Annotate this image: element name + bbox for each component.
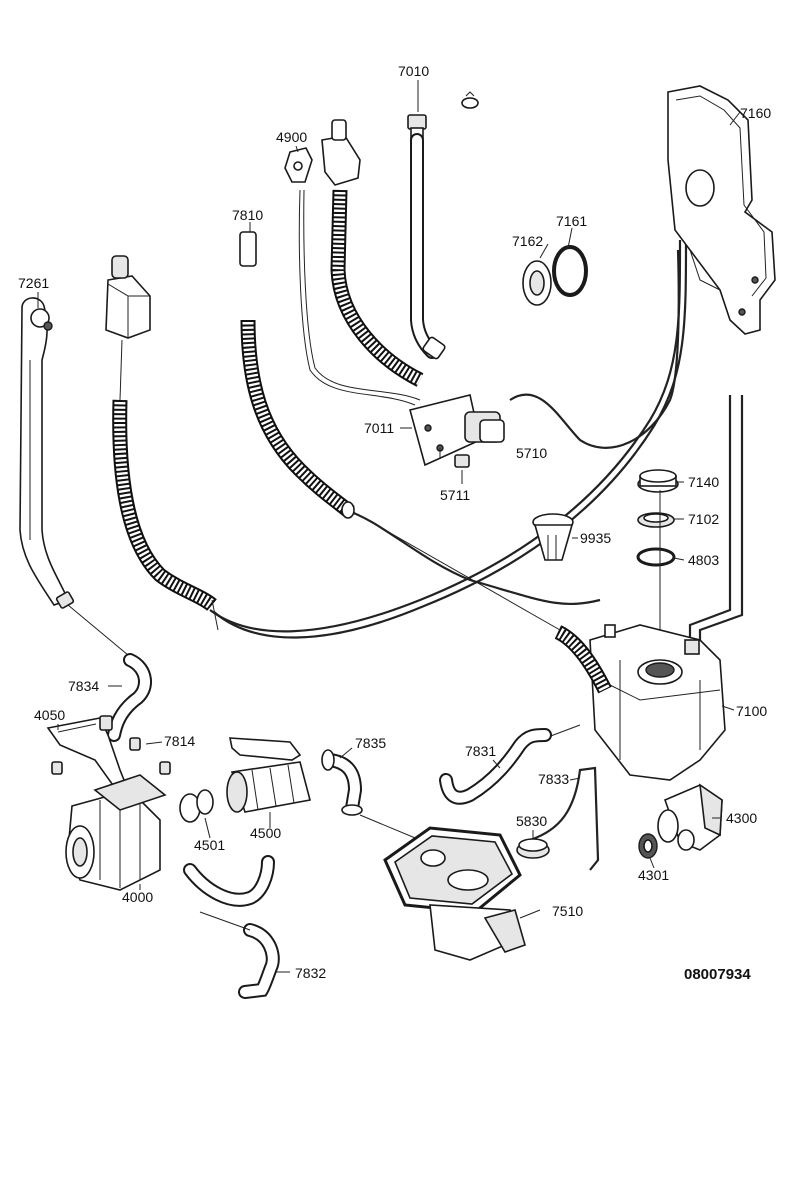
hose-7831	[439, 728, 552, 805]
cap-7140	[637, 469, 679, 493]
label-7102: 7102	[688, 511, 719, 527]
aquastop-plug-4900	[284, 119, 361, 186]
label-7810: 7810	[232, 207, 263, 223]
label-7140: 7140	[688, 474, 719, 490]
sump-7510	[383, 826, 526, 961]
drain-hose-7261	[19, 297, 75, 609]
label-4000: 4000	[122, 889, 153, 905]
label-5830: 5830	[516, 813, 547, 829]
inlet-hose-7010	[407, 114, 446, 360]
label-7100: 7100	[736, 703, 767, 719]
label-7814: 7814	[164, 733, 195, 749]
label-4301: 4301	[638, 867, 669, 883]
fittings-7814	[51, 737, 171, 775]
label-5711: 5711	[440, 487, 470, 503]
small-nut	[461, 91, 479, 109]
plate-7160	[667, 85, 776, 335]
tank-7100	[554, 624, 726, 781]
label-7010: 7010	[398, 63, 429, 79]
coupling-4501	[179, 789, 214, 823]
label-7835: 7835	[355, 735, 386, 751]
disc-7162-ring-7161	[522, 245, 588, 306]
label-4050: 4050	[34, 707, 65, 723]
part-labels: 7010 7160 4900 7810 7162 7161 7261 7011 …	[18, 63, 771, 983]
label-7160: 7160	[740, 105, 771, 121]
label-7833: 7833	[538, 771, 569, 787]
label-4501: 4501	[194, 837, 225, 853]
motor-4000	[65, 774, 167, 891]
label-7831: 7831	[465, 743, 496, 759]
label-4803: 4803	[688, 552, 719, 568]
label-4500: 4500	[250, 825, 281, 841]
valve-5710-bracket-7011	[400, 394, 505, 468]
cap-5830	[516, 838, 550, 859]
elbow-7835	[321, 749, 363, 816]
label-7834: 7834	[68, 678, 99, 694]
pump-4300	[657, 783, 723, 851]
label-4300: 4300	[726, 810, 757, 826]
label-7011: 7011	[364, 420, 394, 436]
document-number: 08007934	[684, 966, 751, 983]
filter-9935	[532, 513, 574, 561]
hose-7832	[183, 855, 280, 999]
gasket-4803	[636, 547, 676, 567]
ring-7102	[637, 512, 675, 528]
heater-4500	[226, 737, 311, 813]
label-4900: 4900	[276, 129, 307, 145]
seal-4301	[638, 833, 658, 859]
label-7832: 7832	[295, 965, 326, 981]
label-7261: 7261	[18, 275, 49, 291]
label-9935: 9935	[580, 530, 611, 546]
hose-7834	[107, 653, 152, 742]
label-5710: 5710	[516, 445, 547, 461]
label-7510: 7510	[552, 903, 583, 919]
corrugated-hose-7810	[239, 231, 355, 519]
label-7161: 7161	[556, 213, 587, 229]
label-7162: 7162	[512, 233, 543, 249]
leader-lines	[37, 80, 741, 973]
inlet-box-hose	[105, 255, 219, 631]
